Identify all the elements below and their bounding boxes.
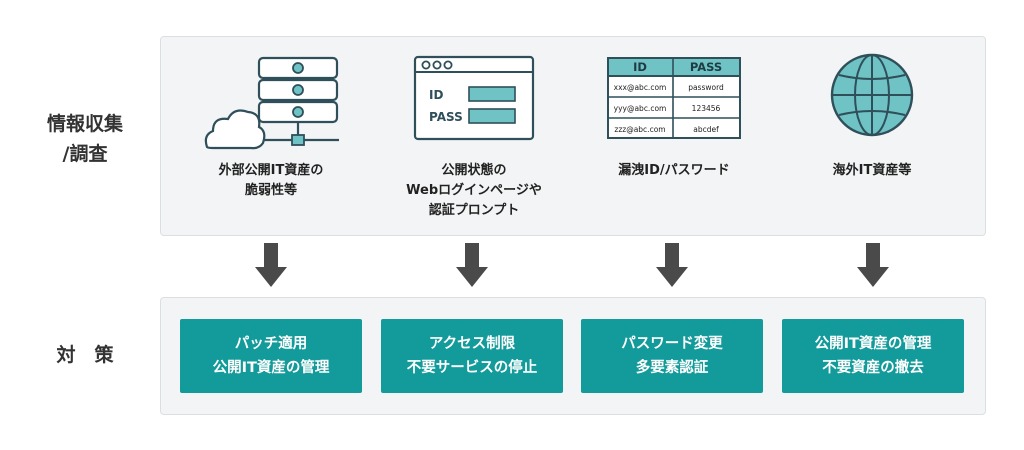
countermeasure-box-1: パッチ適用 公開IT資産の管理 — [180, 319, 362, 393]
down-arrow-icon — [857, 243, 889, 287]
caption-line: 海外IT資産等 — [832, 163, 912, 178]
login-id-label: ID — [429, 88, 443, 102]
caption-line: Webログインページや — [406, 183, 542, 198]
countermeasure-line: 不要サービスの停止 — [406, 360, 538, 376]
investigation-panel: 外部公開IT資産の 脆弱性等 ID PASS 公開状態の Webログインページや… — [160, 36, 986, 236]
investigation-caption-3: 漏洩ID/パスワード — [574, 161, 774, 181]
table-cell: xxx@abc.com — [614, 83, 667, 92]
caption-line: 外部公開IT資産の — [218, 163, 324, 178]
countermeasure-line: 公開IT資産の管理 — [814, 336, 932, 352]
table-cell: abcdef — [693, 125, 719, 134]
table-cell: 123456 — [692, 104, 721, 113]
countermeasure-row-label: 対 策 — [20, 340, 150, 370]
countermeasure-line: パスワード変更 — [621, 336, 723, 352]
down-arrow-icon — [456, 243, 488, 287]
investigation-caption-1: 外部公開IT資産の 脆弱性等 — [171, 161, 371, 201]
investigation-label-line-2: /調査 — [62, 143, 108, 165]
investigation-row-label: 情報収集 /調査 — [20, 109, 150, 169]
login-window-icon: ID PASS — [413, 55, 535, 141]
countermeasure-box-4: 公開IT資産の管理 不要資産の撤去 — [782, 319, 964, 393]
server-cloud-icon — [204, 56, 339, 150]
globe-icon — [830, 53, 914, 137]
countermeasure-label-text: 対 策 — [56, 344, 114, 366]
caption-line: 脆弱性等 — [244, 183, 297, 198]
investigation-caption-4: 海外IT資産等 — [772, 161, 972, 181]
countermeasure-line: 多要素認証 — [635, 360, 709, 376]
countermeasure-line: 不要資産の撤去 — [822, 360, 924, 376]
table-cell: yyy@abc.com — [614, 104, 667, 113]
table-header-id: ID — [633, 60, 647, 74]
countermeasure-line: パッチ適用 — [234, 336, 308, 352]
caption-line: 認証プロンプト — [428, 203, 520, 218]
investigation-caption-2: 公開状態の Webログインページや 認証プロンプト — [374, 161, 574, 221]
login-pass-label: PASS — [429, 110, 463, 124]
table-header-pass: PASS — [690, 60, 722, 74]
down-arrow-icon — [255, 243, 287, 287]
table-cell: zzz@abc.com — [614, 125, 665, 134]
caption-line: 漏洩ID/パスワード — [618, 163, 730, 178]
credential-table-icon: ID PASS xxx@abc.com password yyy@abc.com… — [607, 57, 741, 139]
countermeasure-box-3: パスワード変更 多要素認証 — [581, 319, 763, 393]
caption-line: 公開状態の — [441, 163, 507, 178]
investigation-label-line-1: 情報収集 — [46, 113, 123, 135]
table-cell: password — [688, 83, 724, 92]
down-arrow-icon — [656, 243, 688, 287]
countermeasure-line: アクセス制限 — [428, 336, 516, 352]
countermeasure-line: 公開IT資産の管理 — [212, 360, 330, 376]
countermeasure-box-2: アクセス制限 不要サービスの停止 — [381, 319, 563, 393]
